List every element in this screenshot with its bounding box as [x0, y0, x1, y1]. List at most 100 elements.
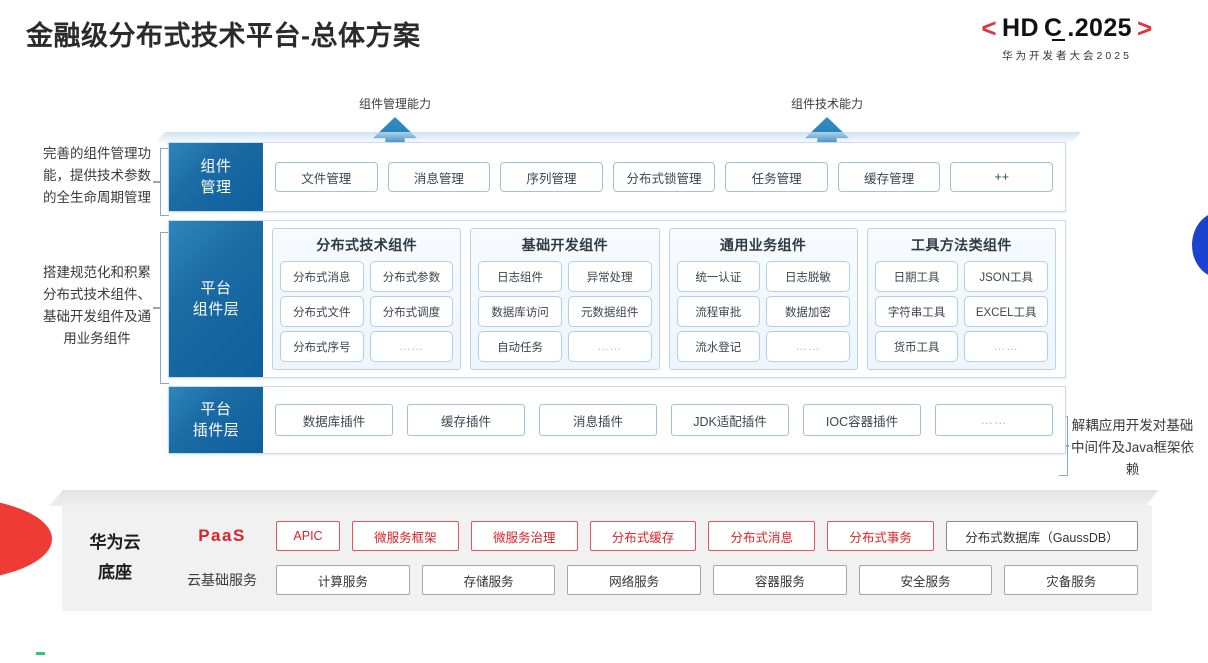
cell-log-masking[interactable]: 日志脱敏	[766, 261, 850, 292]
cell-distributed-parameter[interactable]: 分布式参数	[369, 261, 454, 292]
cloud-base-top-bevel	[49, 490, 1159, 506]
cell-unified-authentication[interactable]: 统一认证	[676, 261, 761, 292]
cell-more[interactable]: ……	[766, 331, 850, 362]
chip-sequence-management[interactable]: 序列管理	[500, 162, 603, 192]
page-title: 金融级分布式技术平台-总体方案	[26, 21, 421, 51]
chip-message-management[interactable]: 消息管理	[387, 162, 491, 192]
chip-database-plugin[interactable]: 数据库插件	[275, 404, 393, 436]
row-label-line: 平台	[200, 280, 232, 297]
chip-disaster-recovery-service[interactable]: 灾备服务	[1004, 565, 1139, 595]
row-platform-plugin-layer: 平台 插件层 数据库插件 缓存插件 消息插件 JDK适配插件 IOC容器插件 ……	[168, 386, 1066, 454]
hdc-logo-text-suffix: .2025	[1067, 14, 1132, 42]
cell-database-access[interactable]: 数据库访问	[478, 296, 562, 327]
cell-log-component[interactable]: 日志组件	[478, 261, 562, 292]
annotation-right: 解耦应用开发对基础中间件及Java框架依赖	[1070, 418, 1195, 477]
cloud-base-rows: PaaS APIC 微服务框架 微服务治理 分布式缓存 分布式消息 分布式事务 …	[168, 520, 1152, 596]
cloud-base-container: 华为云 底座 PaaS APIC 微服务框架 微服务治理 分布式缓存 分布式消息…	[62, 505, 1152, 611]
green-dash-decoration	[36, 652, 45, 655]
group-grid: 分布式消息 分布式参数 分布式文件 分布式调度 分布式序号 ……	[280, 261, 454, 362]
chip-distributed-transaction[interactable]: 分布式事务	[827, 521, 934, 551]
chip-security-service[interactable]: 安全服务	[858, 565, 993, 595]
group-grid: 日期工具 JSON工具 字符串工具 EXCEL工具 货币工具 ……	[874, 261, 1048, 362]
cloud-base-title-line: 华为云	[89, 533, 141, 552]
hdc-logo-subtitle: 华为开发者大会2025	[1002, 50, 1132, 62]
annotation-left-middle: 搭建规范化和积累分布式技术组件、基础开发组件及通用业务组件	[43, 265, 151, 346]
cell-distributed-sequence[interactable]: 分布式序号	[280, 331, 364, 362]
cell-more[interactable]: ……	[567, 331, 652, 362]
chip-distributed-message[interactable]: 分布式消息	[708, 521, 816, 551]
cloud-base-row-paas: PaaS APIC 微服务框架 微服务治理 分布式缓存 分布式消息 分布式事务 …	[168, 520, 1138, 552]
cloud-base-row-infrastructure: 云基础服务 计算服务 存储服务 网络服务 容器服务 安全服务 灾备服务	[168, 564, 1139, 596]
group-grid: 日志组件 异常处理 数据库访问 元数据组件 自动任务 ……	[478, 261, 652, 362]
cloud-base-title-line: 底座	[98, 563, 132, 582]
chip-add-more[interactable]: ++	[950, 162, 1054, 192]
chip-ioc-container-plugin[interactable]: IOC容器插件	[803, 404, 921, 436]
chip-distributed-cache[interactable]: 分布式缓存	[589, 521, 697, 551]
chip-message-plugin[interactable]: 消息插件	[539, 404, 657, 436]
row-label-line: 平台	[200, 401, 232, 418]
cell-distributed-scheduling[interactable]: 分布式调度	[369, 296, 454, 327]
group-tool-method-components: 工具方法类组件 日期工具 JSON工具 字符串工具 EXCEL工具 货币工具 ……	[866, 228, 1056, 370]
chip-network-service[interactable]: 网络服务	[567, 565, 702, 595]
row-label-platform-component-layer: 平台 组件层	[169, 221, 263, 377]
chip-container-service[interactable]: 容器服务	[713, 565, 847, 595]
row-label-platform-plugin-layer: 平台 插件层	[169, 387, 263, 453]
infrastructure-items: 计算服务 存储服务 网络服务 容器服务 安全服务 灾备服务	[276, 565, 1139, 595]
chip-more[interactable]: ……	[935, 404, 1053, 436]
chip-distributed-database-gaussdb[interactable]: 分布式数据库（GaussDB）	[945, 521, 1138, 551]
group-title: 通用业务组件	[719, 237, 807, 253]
row-label-line: 组件	[200, 158, 232, 175]
chip-file-management[interactable]: 文件管理	[275, 162, 378, 192]
label-cloud-infrastructure-service: 云基础服务	[187, 572, 257, 588]
chip-cache-management[interactable]: 缓存管理	[837, 162, 941, 192]
chip-task-management[interactable]: 任务管理	[725, 162, 828, 192]
cell-metadata-component[interactable]: 元数据组件	[567, 296, 652, 327]
cell-distributed-message[interactable]: 分布式消息	[280, 261, 364, 292]
cell-data-encryption[interactable]: 数据加密	[766, 296, 850, 327]
chip-apic[interactable]: APIC	[276, 521, 340, 551]
group-grid: 统一认证 日志脱敏 流程审批 数据加密 流水登记 ……	[676, 261, 850, 362]
chip-jdk-adapter-plugin[interactable]: JDK适配插件	[671, 404, 789, 436]
cell-automated-task[interactable]: 自动任务	[478, 331, 562, 362]
cell-more[interactable]: ……	[369, 331, 454, 362]
cell-currency-tool[interactable]: 货币工具	[874, 331, 959, 362]
row-label-line: 组件层	[192, 301, 240, 318]
group-distributed-tech-components: 分布式技术组件 分布式消息 分布式参数 分布式文件 分布式调度 分布式序号 ……	[272, 228, 462, 370]
chip-microservice-governance[interactable]: 微服务治理	[470, 521, 578, 551]
cell-process-approval[interactable]: 流程审批	[676, 296, 761, 327]
chip-storage-service[interactable]: 存储服务	[421, 565, 556, 595]
cell-string-tool[interactable]: 字符串工具	[874, 296, 959, 327]
chip-distributed-lock-management[interactable]: 分布式锁管理	[612, 162, 716, 192]
bracket-left-middle	[160, 232, 169, 384]
arrow-label-component-technology: 组件技术能力	[790, 97, 863, 111]
row-groups-platform-component-layer: 分布式技术组件 分布式消息 分布式参数 分布式文件 分布式调度 分布式序号 ………	[263, 221, 1065, 377]
cell-transaction-registration[interactable]: 流水登记	[676, 331, 761, 362]
angle-right-icon: >	[1136, 13, 1153, 43]
hdc-logo-text-prefix: HD	[1002, 14, 1039, 42]
row-label-line: 管理	[200, 179, 232, 196]
arrow-label-component-management: 组件管理能力	[358, 97, 431, 111]
group-title: 工具方法类组件	[910, 237, 1012, 253]
hdc-logo-text-underlined: C	[1043, 14, 1066, 42]
chip-microservice-framework[interactable]: 微服务框架	[352, 521, 459, 551]
annotation-left-top: 完善的组件管理功能，提供技术参数的全生命周期管理	[43, 146, 151, 205]
row-label-component-management: 组件 管理	[169, 143, 263, 211]
cell-json-tool[interactable]: JSON工具	[964, 261, 1048, 292]
cell-excel-tool[interactable]: EXCEL工具	[964, 296, 1048, 327]
row-items-platform-plugin-layer: 数据库插件 缓存插件 消息插件 JDK适配插件 IOC容器插件 ……	[263, 387, 1065, 453]
cell-date-tool[interactable]: 日期工具	[874, 261, 959, 292]
angle-left-icon: <	[981, 13, 998, 43]
chip-cache-plugin[interactable]: 缓存插件	[407, 404, 525, 436]
row-platform-component-layer: 平台 组件层 分布式技术组件 分布式消息 分布式参数 分布式文件 分布式调度 分…	[168, 220, 1066, 378]
bracket-left-top	[160, 148, 169, 216]
cloud-base-title: 华为云 底座	[62, 528, 168, 588]
cell-distributed-file[interactable]: 分布式文件	[280, 296, 364, 327]
label-paas: PaaS	[198, 526, 246, 545]
cell-more[interactable]: ……	[964, 331, 1048, 362]
bracket-tick	[153, 181, 160, 183]
chip-compute-service[interactable]: 计算服务	[276, 565, 410, 595]
cell-exception-handling[interactable]: 异常处理	[567, 261, 652, 292]
